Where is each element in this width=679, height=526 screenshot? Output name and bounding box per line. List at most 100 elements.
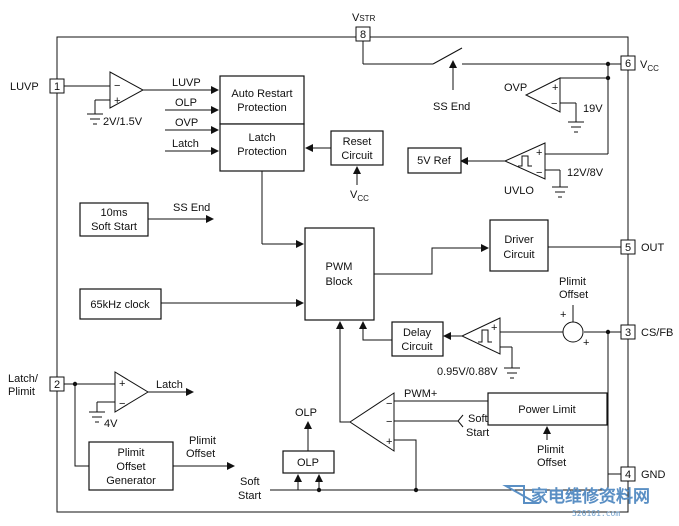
pin-4-number: 4 [625,469,631,481]
auto-restart-line1: Auto Restart [231,88,292,100]
clock-label: 65kHz clock [90,299,150,311]
pin-5: 5 OUT [620,239,665,255]
soft-start-line2: Soft Start [91,221,137,233]
pin-5-number: 5 [625,242,631,254]
vstr-switch: SS End [362,41,621,113]
cs-sum-plus-top: + [560,309,566,321]
plimit-offset-left-line2: Offset [186,448,215,460]
cs-threshold: 0.95V/0.88V [437,366,498,378]
luvp-minus-sign: − [114,80,120,92]
pin-1-number: 1 [54,81,60,93]
latch-threshold: 4V [104,418,118,430]
ss-end-output-label: SS End [173,202,210,214]
ovp-comparator: + − OVP 19V [504,77,608,133]
watermark-url: 520101.com [572,509,620,518]
driver-line2: Circuit [503,249,534,261]
delay-line2: Circuit [401,341,432,353]
plimit-offset-right-line1: Plimit [537,444,564,456]
plimit-generator-line3: Generator [106,475,156,487]
pwm-block: PWM Block [304,227,375,321]
pin-6-name: VCC [640,59,659,73]
plimit-generator-block: Plimit Offset Generator Plimit Offset [88,435,235,491]
pin-2-name-line2: Plimit [8,386,35,398]
ref-5v-label: 5V Ref [417,155,452,167]
plimit-offset-right-line2: Offset [537,457,566,469]
olp-signal-label: OLP [175,97,197,109]
delay-block: Delay Circuit [359,321,444,357]
pin-3-name: CS/FB [641,327,673,339]
luvp-signal-label: LUVP [172,77,201,89]
olp-block-label: OLP [297,457,319,469]
pwm-block-line2: Block [326,276,353,288]
latch-protection-block: Latch Protection [219,123,305,172]
pin-6-number: 6 [625,58,631,70]
luvp-plus-sign: + [114,95,120,107]
pin-4-name: GND [641,469,666,481]
pin-8-number: 8 [360,29,366,41]
pwm-cmp-minus-2: − [386,416,392,428]
pin-1-name: LUVP [10,81,39,93]
ss-end-switch-label: SS End [433,101,470,113]
cs-fb-path: + + Plimit Offset [500,276,621,490]
soft-start-bottom-line1: Soft [240,476,260,488]
cs-sum-plus-right: + [583,337,589,349]
soft-start-line1: 10ms [101,207,128,219]
plimit-offset-top-line1: Plimit [559,276,586,288]
pin-2: 2 Latch/ Plimit [8,373,65,398]
pin-4: 4 GND [620,466,666,482]
reset-circuit-line2: Circuit [341,150,372,162]
pwm-block-line1: PWM [326,261,353,273]
clock-block: 65kHz clock [79,288,304,320]
latch-minus-sign: − [119,398,125,410]
watermark-text: 家电维修资料网 [531,486,650,507]
pwm-plus-label: PWM+ [404,388,437,400]
driver-line1: Driver [504,234,534,246]
pin-3: 3 CS/FB [620,324,673,340]
plimit-offset-top-line2: Offset [559,289,588,301]
latch-output-label: Latch [156,379,183,391]
reset-vcc-label: VCC [350,189,369,203]
pin-8-name: VSTR [352,12,376,24]
ovp-comparator-label: OVP [504,82,527,94]
luvp-threshold: 2V/1.5V [103,116,143,128]
pwm-cmp-plus: + [386,436,392,448]
latch-signal-label: Latch [172,138,199,150]
pin-5-name: OUT [641,242,665,254]
auto-restart-block: Auto Restart Protection [219,75,305,125]
reset-circuit-line1: Reset [343,136,372,148]
reset-circuit-block: Reset Circuit VCC [305,130,384,203]
auto-restart-line2: Protection [237,102,287,114]
uvlo-comparator: + − UVLO 12V/8V [460,142,608,198]
latch-protection-line1: Latch [249,132,276,144]
uvlo-plus-sign: + [536,147,542,159]
power-limit-label: Power Limit [518,404,575,416]
soft-start-bottom-line2: Start [238,490,261,502]
latch-plus-sign: + [119,378,125,390]
uvlo-threshold: 12V/8V [567,167,604,179]
driver-block: Driver Circuit [489,219,621,272]
pin-2-name-line1: Latch/ [8,373,39,385]
plimit-offset-left-line1: Plimit [189,435,216,447]
power-limit-block: Power Limit Plimit Offset [487,392,608,469]
latch-protection-line2: Protection [237,146,287,158]
soft-start-in-line1: Soft [468,413,488,425]
uvlo-comparator-label: UVLO [504,185,534,197]
ic-outline [56,36,629,513]
latch-comparator: + − 4V Latch [64,371,194,467]
ref-5v-block: 5V Ref [407,147,462,174]
luvp-comparator: − + 2V/1.5V LUVP [64,71,219,128]
ovp-threshold: 19V [583,103,603,115]
pwm-comparator: − − + PWM+ Soft Start [336,321,489,490]
ovp-minus-sign: − [551,98,557,110]
uvlo-minus-sign: − [536,167,542,179]
pin-2-number: 2 [54,379,60,391]
pin-3-number: 3 [625,327,631,339]
ovp-plus-sign: + [552,82,558,94]
olp-output-label: OLP [295,407,317,419]
plimit-generator-line1: Plimit [118,447,145,459]
pwm-cmp-minus-1: − [386,398,392,410]
plimit-generator-line2: Offset [116,461,145,473]
cs-comparator: + 0.95V/0.88V [437,317,520,379]
watermark: 家电维修资料网 520101.com [502,485,650,518]
